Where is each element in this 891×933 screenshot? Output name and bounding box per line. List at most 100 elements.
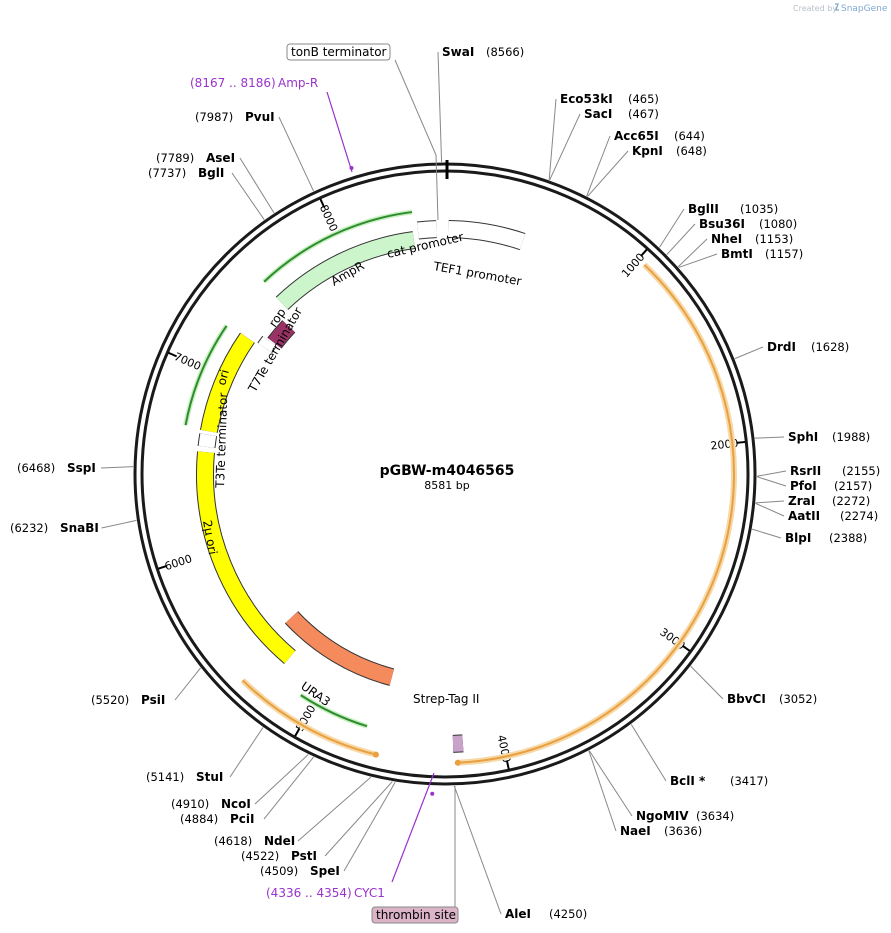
site-name-label: SacI: [584, 107, 612, 121]
site-name-label: Bsu36I: [699, 217, 745, 231]
backbone-inner-ring: [140, 169, 750, 779]
site-name-label: Eco53kI: [560, 92, 613, 106]
site-position-label: (5141): [146, 770, 184, 784]
feature-label: ori: [214, 368, 232, 387]
feature-arc: [285, 611, 394, 685]
site-position-label: (6468): [17, 461, 55, 475]
plasmid-name: pGBW-m4046565: [380, 463, 515, 479]
site-leader: [678, 253, 718, 268]
orf-arrowhead: [454, 759, 461, 766]
tick-mark: [157, 564, 168, 570]
plasmid-length: 8581 bp: [424, 479, 469, 492]
site-name-label: SwaI: [442, 45, 474, 59]
site-name-label: KpnI: [632, 144, 663, 158]
site-leader: [263, 756, 315, 820]
site-leader: [548, 98, 557, 180]
snapgene-logo-icon: [835, 3, 839, 11]
thrombin-site-box: [371, 906, 459, 924]
plasmid-center-label: pGBW-m4046565 8581 bp: [380, 463, 515, 492]
tonb-terminator-box: [286, 43, 391, 61]
primer-name-label: CYC1: [354, 886, 385, 900]
site-leader: [239, 157, 275, 214]
primer-range-label: (8167 .. 8186): [190, 76, 276, 90]
site-leader: [755, 502, 785, 517]
tick-label: 8000: [317, 203, 340, 234]
feature-arc: [197, 451, 296, 664]
site-name-label: AseI: [206, 151, 235, 165]
green-orf-arc: [300, 694, 368, 728]
site-leader: [101, 519, 137, 529]
feature-label-strep-tag: Strep-Tag II: [413, 692, 479, 706]
restriction-sites: SwaI(8566)Eco53kI(465)SacI(467)Acc65I(64…: [10, 45, 880, 921]
site-leader: [659, 208, 685, 248]
site-position-label: (7987): [195, 110, 233, 124]
feature-arc: [268, 320, 295, 349]
tick-mark: [681, 644, 691, 652]
site-position-label: (2272): [832, 494, 870, 508]
tick-mark: [168, 351, 178, 358]
tonb-terminator-label: tonB terminator: [291, 45, 387, 59]
site-name-label: SnaBI: [60, 521, 99, 535]
site-leader: [278, 116, 314, 192]
site-leader: [254, 754, 309, 805]
site-leader: [586, 135, 611, 197]
site-leader: [734, 346, 764, 360]
site-position-label: (1628): [811, 340, 849, 354]
feature-label: 2μ ori: [200, 519, 220, 556]
site-name-label: DrdI: [767, 340, 796, 354]
site-leader: [630, 724, 667, 782]
site-name-label: PstI: [291, 849, 317, 863]
site-name-label: BclI *: [670, 774, 706, 788]
site-name-label: PsiI: [141, 693, 165, 707]
primer-leader: [326, 91, 353, 173]
orf-arc-halo: [457, 262, 737, 766]
feature-arc: [200, 333, 255, 433]
feature-arc: [198, 433, 217, 448]
site-name-label: NcoI: [221, 797, 251, 811]
green-orf-arc: [263, 211, 413, 283]
site-position-label: (5520): [91, 693, 129, 707]
site-position-label: (1035): [740, 202, 778, 216]
site-leader: [324, 781, 393, 857]
site-position-label: (2388): [829, 531, 867, 545]
site-name-label: RsrII: [790, 464, 821, 478]
site-leader: [677, 238, 708, 268]
site-name-label: PciI: [230, 812, 255, 826]
site-position-label: (3417): [730, 774, 768, 788]
site-leader: [588, 750, 617, 832]
site-position-label: (3636): [664, 824, 702, 838]
site-name-label: AatII: [788, 509, 820, 523]
site-name-label: StuI: [196, 770, 223, 784]
site-position-label: (1157): [765, 247, 803, 261]
site-position-label: (4884): [180, 812, 218, 826]
site-position-label: (3634): [696, 809, 734, 823]
site-leader: [100, 466, 134, 469]
site-name-label: NdeI: [264, 834, 295, 848]
orf-arc: [241, 679, 377, 756]
credit-created-by: Created by: [793, 4, 837, 13]
site-position-label: (4618): [214, 834, 252, 848]
site-leader: [549, 113, 581, 181]
site-name-label: Acc65I: [614, 129, 659, 143]
site-position-label: (467): [628, 107, 659, 121]
primer-marker: [349, 165, 354, 170]
feature-label: TEF1 promoter: [431, 259, 522, 288]
site-name-label: BglII: [688, 202, 719, 216]
site-name-label: BglI: [198, 166, 224, 180]
site-leader: [174, 667, 201, 701]
site-leader: [587, 150, 629, 197]
feature-arc: [258, 336, 276, 353]
site-position-label: (3052): [779, 692, 817, 706]
backbone-outer-ring: [133, 162, 757, 786]
site-leader: [756, 476, 787, 487]
site-position-label: (4910): [171, 797, 209, 811]
site-leader: [754, 436, 785, 439]
site-position-label: (2274): [840, 509, 878, 523]
site-position-label: (4250): [549, 907, 587, 921]
tick-mark: [736, 440, 746, 444]
site-leader: [588, 750, 633, 817]
snapgene-credit: Created by SnapGene: [793, 3, 888, 14]
site-name-label: BlpI: [785, 531, 811, 545]
site-leader: [755, 500, 785, 504]
